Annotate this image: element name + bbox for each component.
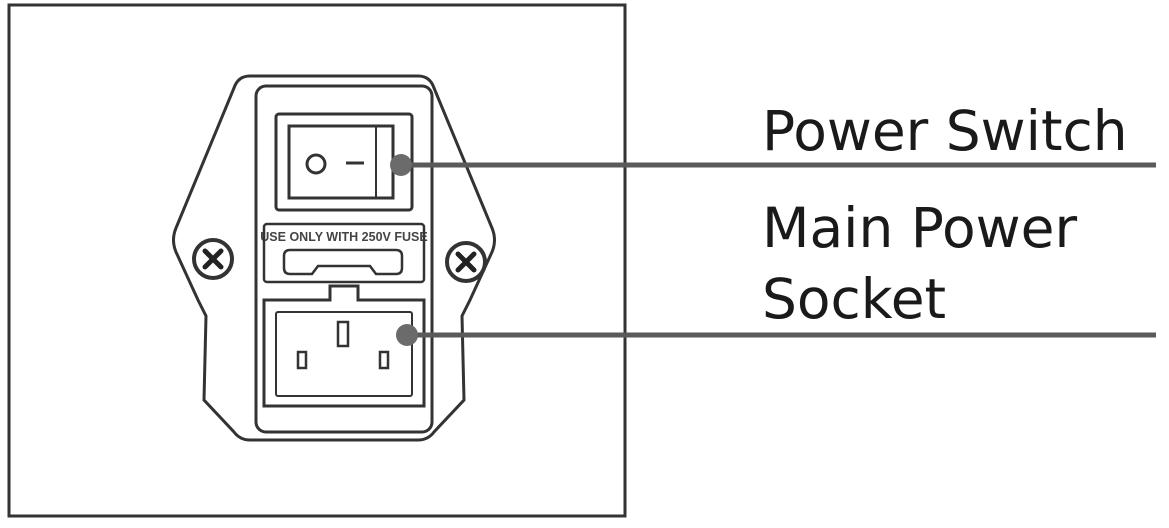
- switch-rocker[interactable]: [287, 124, 395, 200]
- socket-inner: [275, 311, 413, 397]
- panel-frame: [7, 3, 627, 518]
- fuse-warning-label: USE ONLY WITH 250V FUSE: [260, 230, 427, 244]
- fuse-label-panel: [262, 222, 426, 284]
- right-screw-icon: [445, 241, 487, 283]
- label-socket: Socket: [762, 267, 946, 331]
- label-power-switch: Power Switch: [762, 99, 1128, 163]
- socket-live-pin: [296, 350, 308, 370]
- socket-neutral-pin: [378, 350, 390, 370]
- socket-earth-pin: [336, 320, 350, 348]
- label-main-power: Main Power: [762, 196, 1077, 260]
- callout-power-switch: [390, 154, 1156, 176]
- power-entry-module: USE ONLY WITH 250V FUSE: [172, 74, 496, 442]
- main-power-socket[interactable]: [262, 284, 426, 408]
- callout-dot-power-switch: [390, 154, 412, 176]
- callout-dot-main-power-socket: [396, 324, 418, 346]
- left-screw-icon: [192, 238, 234, 280]
- fuse-drawer[interactable]: [282, 248, 404, 276]
- callout-main-power-socket: [396, 324, 1156, 346]
- switch-off-symbol-icon: [305, 153, 327, 175]
